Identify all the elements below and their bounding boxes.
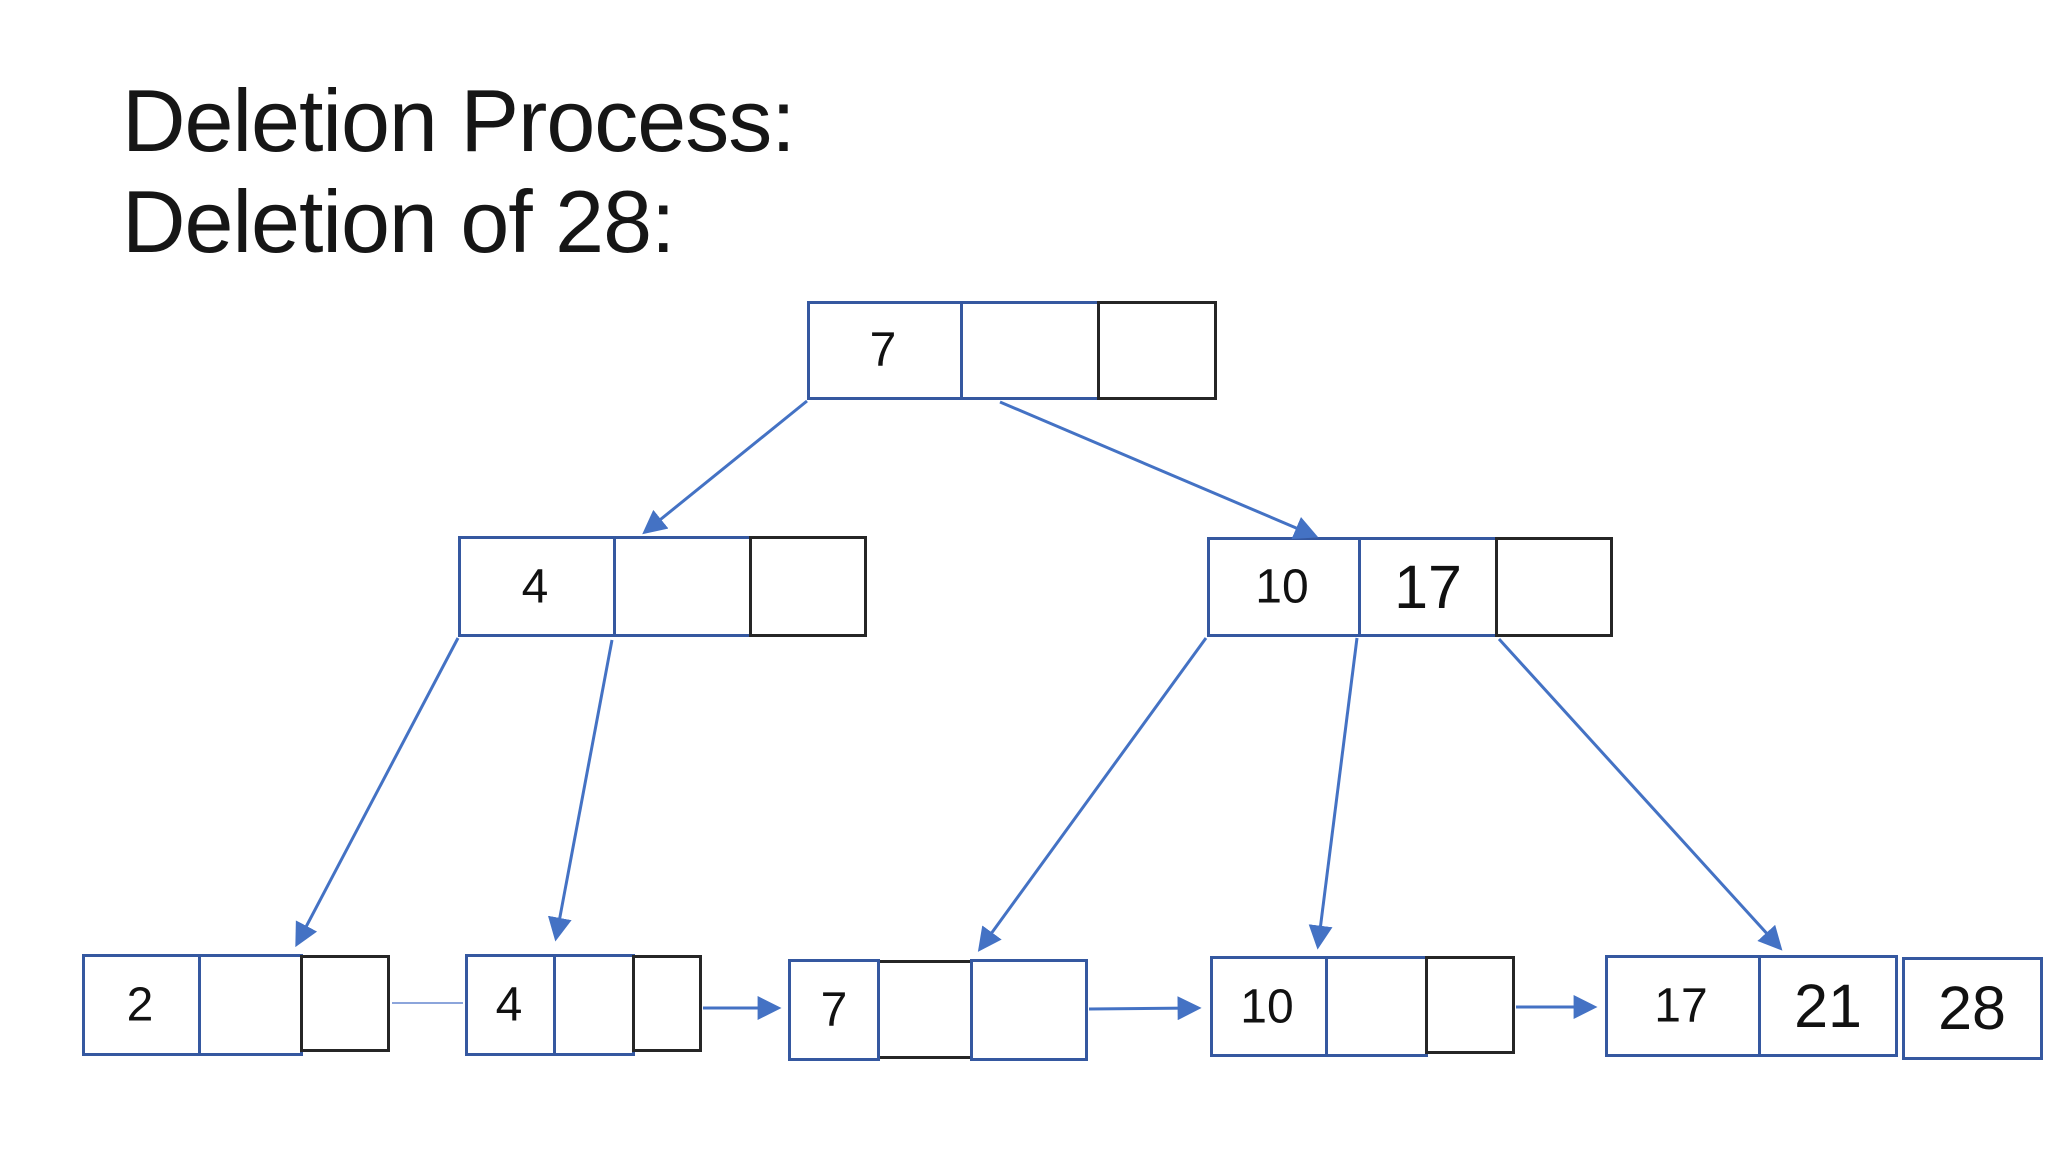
leaf-link-3-4 xyxy=(1088,996,1202,1021)
leaf2-key-label: 4 xyxy=(495,978,523,1032)
arrow-right-internal-to-leaf5 xyxy=(1497,637,1783,951)
btree-leaf4-node: 10 xyxy=(1210,956,1515,1057)
btree-internal-left-node: 4 xyxy=(458,536,867,637)
cell-divider xyxy=(960,304,963,397)
slide-title: Deletion Process: Deletion of 28: xyxy=(122,70,796,272)
leaf2-pointer-cell xyxy=(632,955,702,1052)
leaf4-pointer-cell xyxy=(1425,956,1515,1054)
leaf5-key1-label: 17 xyxy=(1654,979,1708,1033)
root-pointer-cell xyxy=(1097,301,1217,400)
internal-left-key-cells xyxy=(458,536,752,637)
arrow-right-internal-to-leaf3 xyxy=(977,637,1208,952)
leaf1-key-label: 2 xyxy=(126,978,154,1032)
leaf3-key-label: 7 xyxy=(820,983,848,1037)
cell-divider xyxy=(198,957,201,1053)
leaf1-key-cells xyxy=(82,954,303,1056)
cell-divider xyxy=(1325,959,1328,1054)
btree-root-node: 7 xyxy=(807,301,1217,400)
leaf3-key-cell xyxy=(788,959,880,1061)
arrow-right-internal-to-leaf4 xyxy=(1308,637,1359,950)
leaf5-key2-label: 21 xyxy=(1794,972,1862,1040)
leaf1-pointer-cell xyxy=(300,955,390,1052)
leaf3-pointer-cell xyxy=(970,959,1088,1061)
internal-right-key1-label: 10 xyxy=(1255,560,1309,614)
cell-divider xyxy=(1358,540,1361,634)
internal-right-key2-label: 17 xyxy=(1394,553,1462,621)
leaf3-middle-cell xyxy=(877,960,973,1059)
cell-divider xyxy=(553,957,556,1053)
leaf5-key-cells xyxy=(1605,955,1898,1057)
internal-left-pointer-cell xyxy=(749,536,867,637)
leaf4-key-label: 10 xyxy=(1240,980,1294,1034)
root-key-cells xyxy=(807,301,1100,400)
internal-right-key-cells xyxy=(1207,537,1498,637)
arrow-root-to-right-child xyxy=(999,400,1319,540)
btree-leaf2-node: 4 xyxy=(465,954,702,1056)
internal-right-pointer-cell xyxy=(1495,537,1613,637)
cell-divider xyxy=(1758,958,1761,1054)
btree-leaf5-node: 17 21 28 xyxy=(1605,955,2043,1060)
arrow-root-to-left-child xyxy=(642,399,808,535)
slide-title-line2: Deletion of 28: xyxy=(122,172,675,271)
internal-left-key-label: 4 xyxy=(521,560,549,614)
arrow-left-internal-to-leaf1 xyxy=(295,637,460,948)
arrow-left-internal-to-leaf2 xyxy=(547,639,614,942)
btree-internal-right-node: 10 17 xyxy=(1207,537,1613,637)
leaf5-key3-label: 28 xyxy=(1938,974,2006,1042)
leaf5-overlap-cell-28 xyxy=(1902,957,2043,1060)
root-key-label: 7 xyxy=(869,323,897,377)
btree-leaf3-node: 7 xyxy=(788,959,1088,1061)
leaf2-key-cells xyxy=(465,954,635,1056)
slide-title-line1: Deletion Process: xyxy=(122,71,796,170)
btree-leaf1-node: 2 xyxy=(82,954,390,1056)
cell-divider xyxy=(613,539,616,634)
